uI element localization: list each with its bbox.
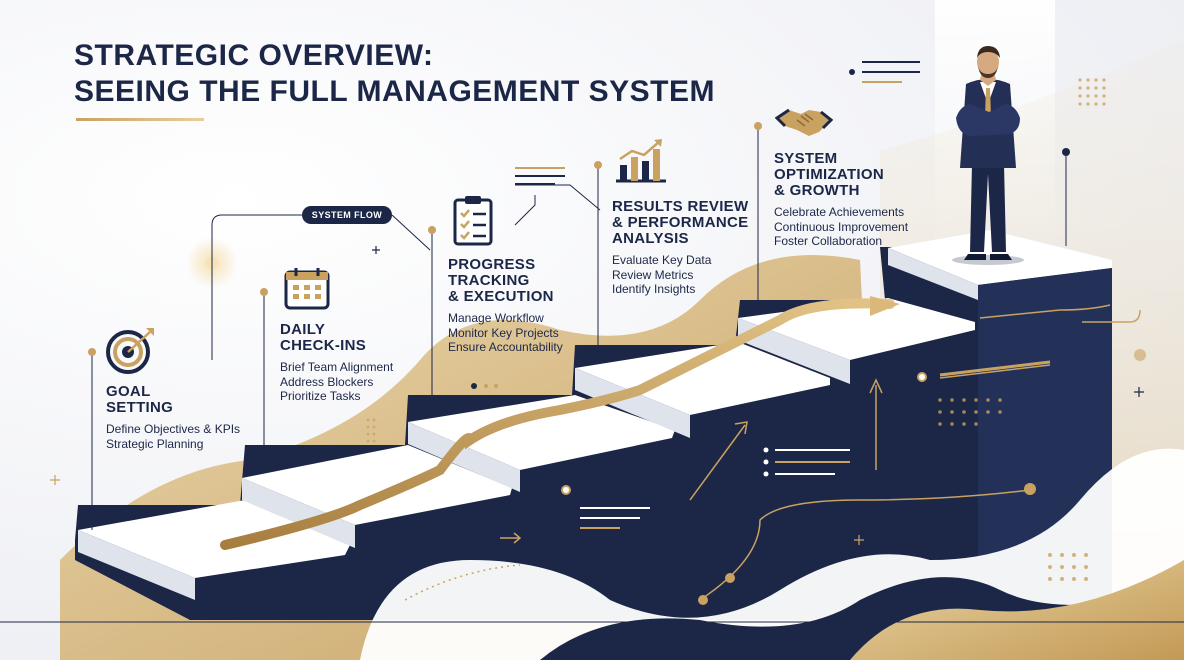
- system-flow-label-bottom: SYSTEM FLOW: [414, 538, 501, 550]
- step-results-review: RESULTS REVIEW & PERFORMANCE ANALYSIS Ev…: [612, 199, 777, 297]
- step-bullet: Monitor Key Projects: [448, 325, 559, 340]
- system-flow-pill: SYSTEM FLOW: [302, 206, 392, 224]
- step-title-line: RESULTS REVIEW: [612, 198, 749, 215]
- step-goal-setting: GOAL SETTING Define Objectives & KPIs St…: [106, 384, 276, 451]
- step-title-line: & PERFORMANCE: [612, 214, 749, 231]
- calendar-icon: [284, 268, 330, 310]
- step-bullet: Ensure Accountability: [448, 340, 563, 354]
- target-icon: [106, 328, 154, 374]
- title-underline: [76, 118, 204, 121]
- step-title-line: PROGRESS: [448, 256, 536, 273]
- step-title-line: CHECK-INS: [280, 337, 367, 354]
- step-bullets: Brief Team Alignment Address Blockers Pr…: [280, 360, 450, 404]
- step-bullet: Celebrate Achievements: [774, 205, 905, 219]
- step-title-line: DAILY: [280, 321, 326, 338]
- step-title: SYSTEM OPTIMIZATION & GROWTH: [774, 151, 939, 199]
- checklist-icon: [453, 196, 493, 246]
- page-title: STRATEGIC OVERVIEW: SEEING THE FULL MANA…: [74, 38, 715, 110]
- step-bullets: Define Objectives & KPIs Strategic Plann…: [106, 422, 276, 451]
- step-title-line: SYSTEM: [774, 150, 838, 167]
- step-title-line: SETTING: [106, 399, 174, 416]
- step-title-line: & GROWTH: [774, 182, 860, 199]
- step-bullet: Strategic Planning: [106, 436, 204, 451]
- step-title-line: ANALYSIS: [612, 230, 689, 247]
- page-title-line-2: SEEING THE FULL MANAGEMENT SYSTEM: [74, 75, 715, 108]
- page-title-line-1: STRATEGIC OVERVIEW:: [74, 39, 434, 72]
- step-title-line: GOAL: [106, 383, 151, 400]
- step-bullets: Manage Workflow Monitor Key Projects Ens…: [448, 311, 608, 355]
- handshake-icon: [775, 108, 833, 136]
- step-bullets: Evaluate Key Data Review Metrics Identif…: [612, 253, 777, 297]
- step-bullet: Review Metrics: [612, 267, 694, 282]
- step-title-line: & EXECUTION: [448, 288, 554, 305]
- businessman-figure: [952, 46, 1024, 265]
- step-bullet: Identify Insights: [612, 282, 696, 296]
- step-daily-check-ins: DAILY CHECK-INS Brief Team Alignment Add…: [280, 322, 450, 404]
- step-bullet: Brief Team Alignment: [280, 360, 394, 374]
- step-bullet: Define Objectives & KPIs: [106, 422, 241, 436]
- step-title: RESULTS REVIEW & PERFORMANCE ANALYSIS: [612, 199, 777, 247]
- step-title: DAILY CHECK-INS: [280, 322, 450, 354]
- step-progress-tracking: PROGRESS TRACKING & EXECUTION Manage Wor…: [448, 257, 608, 355]
- step-title-line: OPTIMIZATION: [774, 166, 884, 183]
- step-bullet: Prioritize Tasks: [280, 389, 361, 403]
- step-bullet: Evaluate Key Data: [612, 253, 712, 267]
- step-system-optimization: SYSTEM OPTIMIZATION & GROWTH Celebrate A…: [774, 151, 939, 249]
- bar-chart-icon: [616, 139, 666, 183]
- step-title: PROGRESS TRACKING & EXECUTION: [448, 257, 608, 305]
- step-title: GOAL SETTING: [106, 384, 276, 416]
- step-bullet: Manage Workflow: [448, 311, 544, 325]
- step-bullet: Foster Collaboration: [774, 234, 883, 248]
- step-bullets: Celebrate Achievements Continuous Improv…: [774, 205, 939, 249]
- step-bullet: Continuous Improvement: [774, 219, 909, 234]
- step-bullet: Address Blockers: [280, 374, 374, 389]
- step-title-line: TRACKING: [448, 272, 530, 289]
